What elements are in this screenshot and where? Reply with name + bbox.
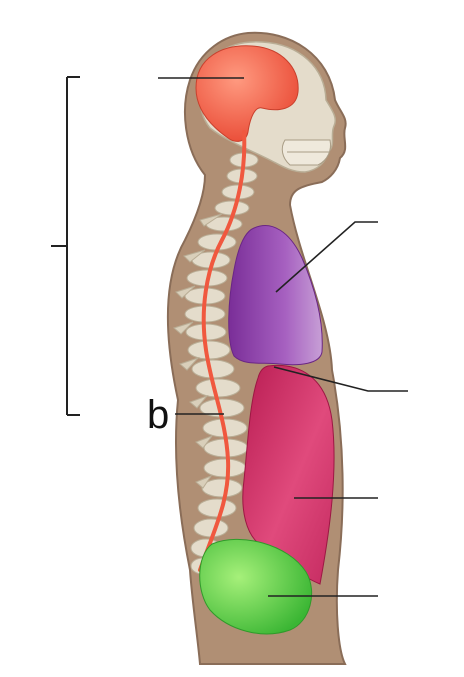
spinous-processes bbox=[172, 213, 223, 489]
cranial-cavity bbox=[195, 45, 299, 142]
label-b: b bbox=[147, 393, 169, 437]
leader-diaphragm bbox=[273, 366, 408, 392]
leader-thoracic bbox=[275, 221, 378, 293]
leader-lines bbox=[158, 77, 408, 597]
pelvic-cavity bbox=[199, 538, 313, 635]
thoracic-cavity bbox=[228, 225, 323, 366]
spinal-cord bbox=[198, 130, 247, 572]
dorsal-cavity-bracket bbox=[51, 76, 80, 416]
